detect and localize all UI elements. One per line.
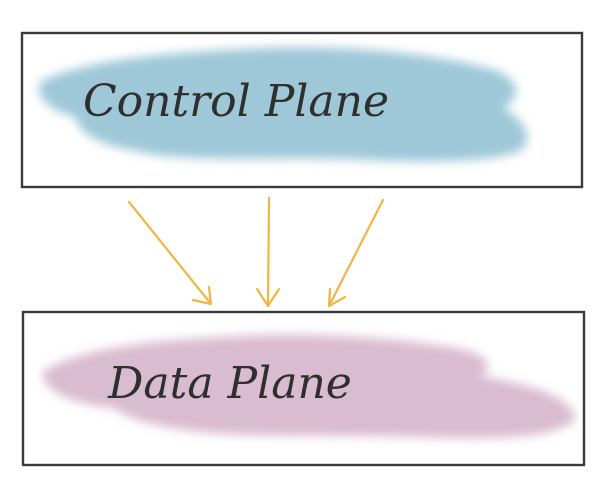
control-plane-wash xyxy=(39,47,527,162)
data-plane-outline xyxy=(21,310,586,467)
arrow-middle xyxy=(255,196,281,308)
arrows xyxy=(127,196,385,308)
data-plane-box: Data Plane xyxy=(21,310,586,467)
data-plane-label: Data Plane xyxy=(107,358,352,409)
control-plane-box: Control Plane xyxy=(20,31,584,189)
arrow-right xyxy=(327,198,385,308)
data-plane-wash xyxy=(42,334,576,439)
arrow-left xyxy=(127,200,213,306)
control-plane-label: Control Plane xyxy=(83,76,389,127)
control-plane-outline xyxy=(20,31,584,189)
